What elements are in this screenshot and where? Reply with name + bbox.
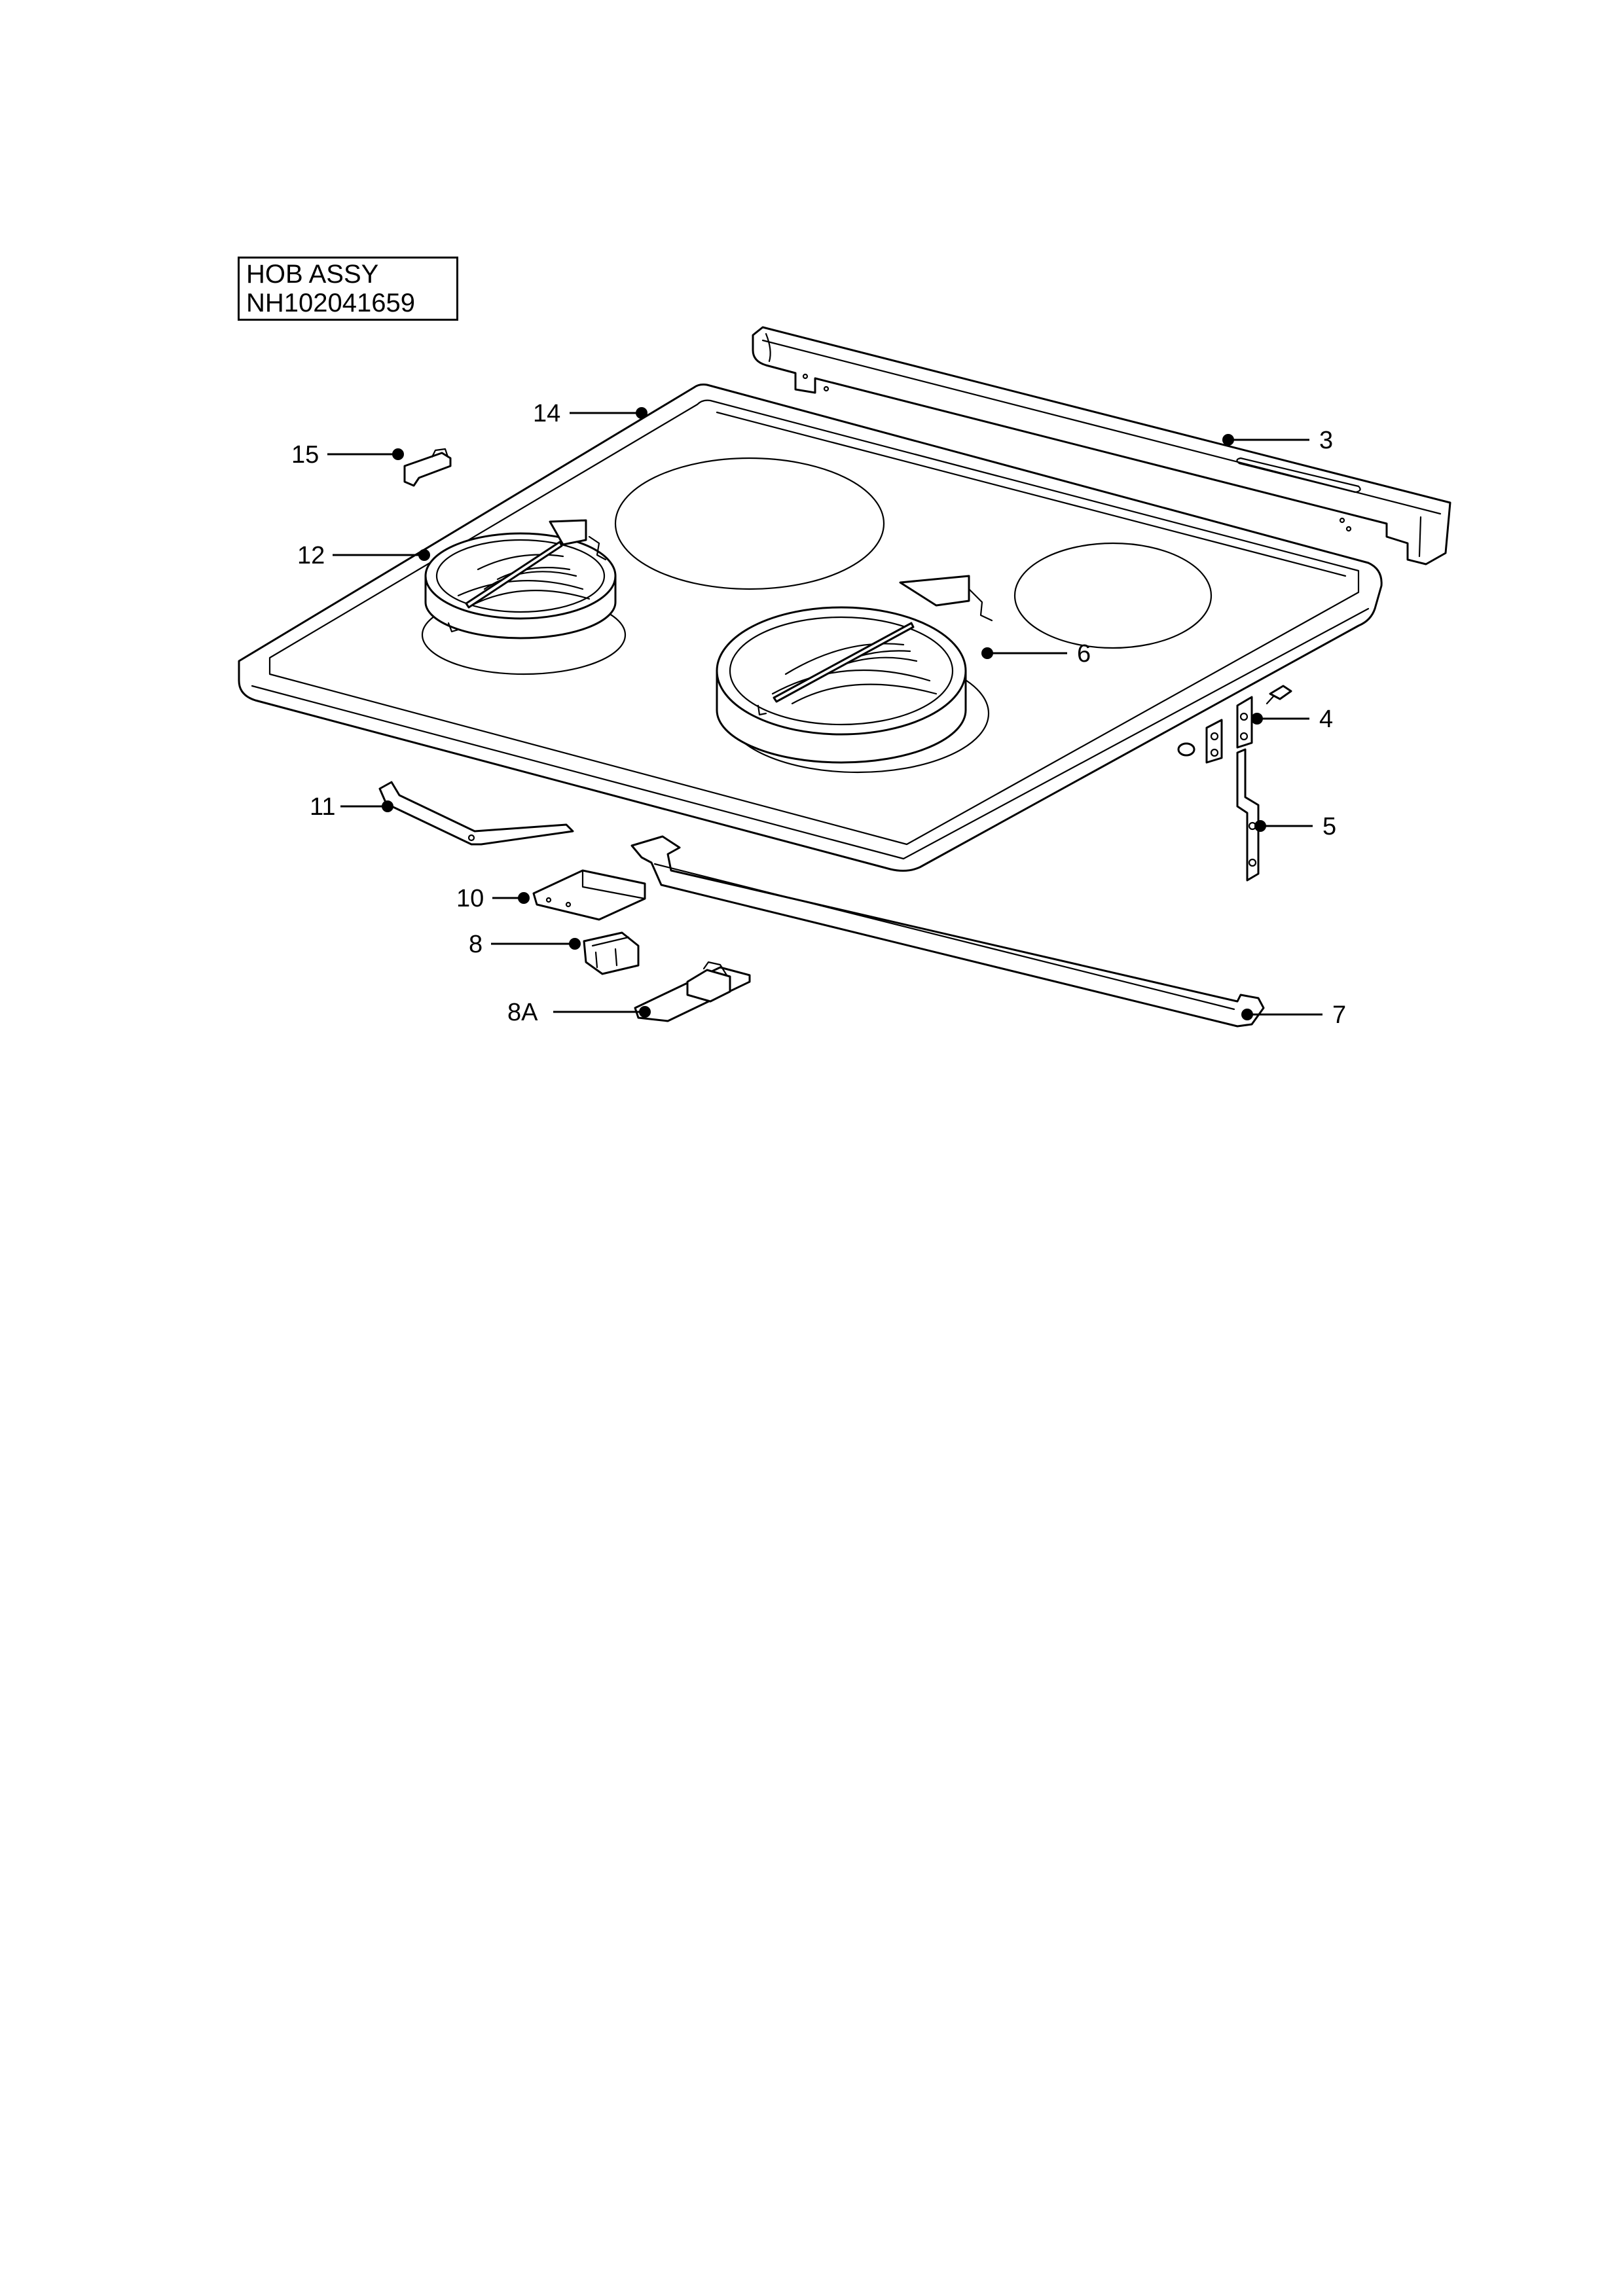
- callout-8-label: 8: [469, 931, 483, 958]
- part-4-bracket: [1177, 685, 1292, 764]
- callout-8A: 8A: [507, 999, 651, 1026]
- callout-12-label: 12: [297, 542, 325, 569]
- callout-8: 8: [469, 931, 581, 958]
- part-10-cover-plate: [532, 869, 646, 921]
- part-3-rear-trim: [752, 326, 1451, 565]
- callout-3-label: 3: [1319, 427, 1333, 454]
- part-6-large-heating-element: [716, 575, 993, 764]
- callout-7: 7: [1241, 1001, 1346, 1029]
- callout-7-label: 7: [1332, 1001, 1346, 1029]
- callout-11: 11: [310, 793, 393, 821]
- callout-5: 5: [1254, 813, 1336, 840]
- assembly-part-number: NH102041659: [246, 289, 415, 317]
- callout-14: 14: [533, 400, 647, 427]
- callout-15-label: 15: [291, 441, 319, 469]
- callout-4-label: 4: [1319, 706, 1333, 733]
- part-7-front-trim: [630, 835, 1265, 1028]
- assembly-name: HOB ASSY: [246, 260, 379, 289]
- part-11-support-strap: [378, 781, 574, 846]
- part-15-clip: [403, 448, 452, 487]
- callout-6-label: 6: [1077, 640, 1091, 668]
- callout-4: 4: [1251, 706, 1333, 733]
- callout-14-label: 14: [533, 400, 560, 427]
- callout-3: 3: [1222, 427, 1333, 454]
- part-8A-switch-plate: [634, 961, 751, 1022]
- part-8-switch: [583, 931, 640, 975]
- callout-12: 12: [297, 542, 430, 569]
- callout-5-label: 5: [1322, 813, 1336, 840]
- callout-6: 6: [981, 640, 1091, 668]
- callout-10-label: 10: [456, 885, 484, 912]
- callout-11-label: 11: [310, 793, 335, 821]
- callout-10: 10: [456, 885, 530, 912]
- part-5-long-bracket: [1236, 748, 1260, 882]
- callout-15: 15: [291, 441, 404, 469]
- part-12-small-heating-element: [424, 519, 617, 639]
- callout-8A-label: 8A: [507, 999, 538, 1026]
- title-box: HOB ASSY NH102041659: [238, 257, 458, 321]
